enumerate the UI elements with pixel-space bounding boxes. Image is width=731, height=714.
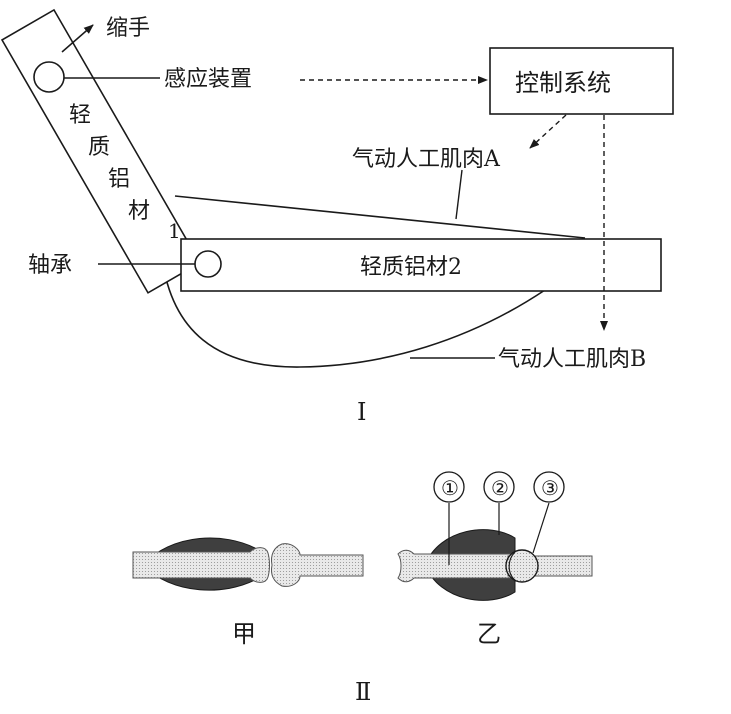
muscle-b — [161, 257, 546, 368]
yi-label: 乙 — [477, 620, 501, 648]
retract-arrow — [61, 24, 94, 53]
diagram-jia: 甲 — [132, 537, 364, 648]
jia-bone-right — [271, 543, 364, 587]
aluminum-bar-2 — [180, 238, 662, 292]
marker-3-leader — [532, 502, 550, 554]
part1-diagram: 轻 质 铝 材 1 轻质铝材2 轴承 气动人工肌肉A 气动人工肌肉B 缩手 感应… — [0, 8, 674, 426]
marker-1-circle — [433, 471, 465, 503]
muscle-a — [174, 195, 586, 239]
bar1-char: 轻 — [69, 103, 91, 128]
muscle-a-leader — [455, 169, 463, 220]
bearing-label: 轴承 — [28, 253, 72, 278]
diagram-yi: ① ② ③ 乙 — [397, 471, 593, 648]
bearing-circle — [194, 250, 222, 278]
control-system-label: 控制系统 — [515, 69, 611, 97]
control-system-box — [489, 47, 674, 115]
bar2-label: 轻质铝材2 — [360, 255, 462, 280]
yi-joint — [505, 549, 539, 583]
jia-bone-left — [132, 547, 270, 583]
jia-label: 甲 — [232, 620, 256, 648]
part1-roman: Ⅰ — [357, 398, 366, 426]
yi-joint-inner — [508, 551, 517, 582]
bar1-char: 质 — [88, 135, 110, 160]
sensor-label: 感应装置 — [164, 67, 252, 92]
marker-2-circle — [483, 471, 515, 503]
part2-diagram: 甲 ① ② ③ 乙 Ⅱ — [132, 471, 593, 706]
retract-label: 缩手 — [106, 16, 150, 41]
muscle-b-label: 气动人工肌肉B — [498, 347, 646, 372]
control-to-muscle-a-arrow — [529, 114, 567, 149]
marker-3: ③ — [541, 476, 559, 500]
bar1-text: 轻 质 铝 材 1 — [69, 103, 181, 243]
bar1-char: 铝 — [108, 167, 130, 192]
marker-2: ② — [491, 476, 509, 500]
muscle-a-label: 气动人工肌肉A — [352, 147, 501, 172]
bar1-char: 材 — [128, 199, 150, 224]
bar1-char: 1 — [168, 219, 181, 243]
marker-1: ① — [441, 476, 459, 500]
part2-roman: Ⅱ — [355, 678, 371, 706]
sensor-circle — [33, 61, 65, 93]
marker-3-circle — [533, 471, 565, 503]
yi-bone-left — [397, 549, 513, 583]
